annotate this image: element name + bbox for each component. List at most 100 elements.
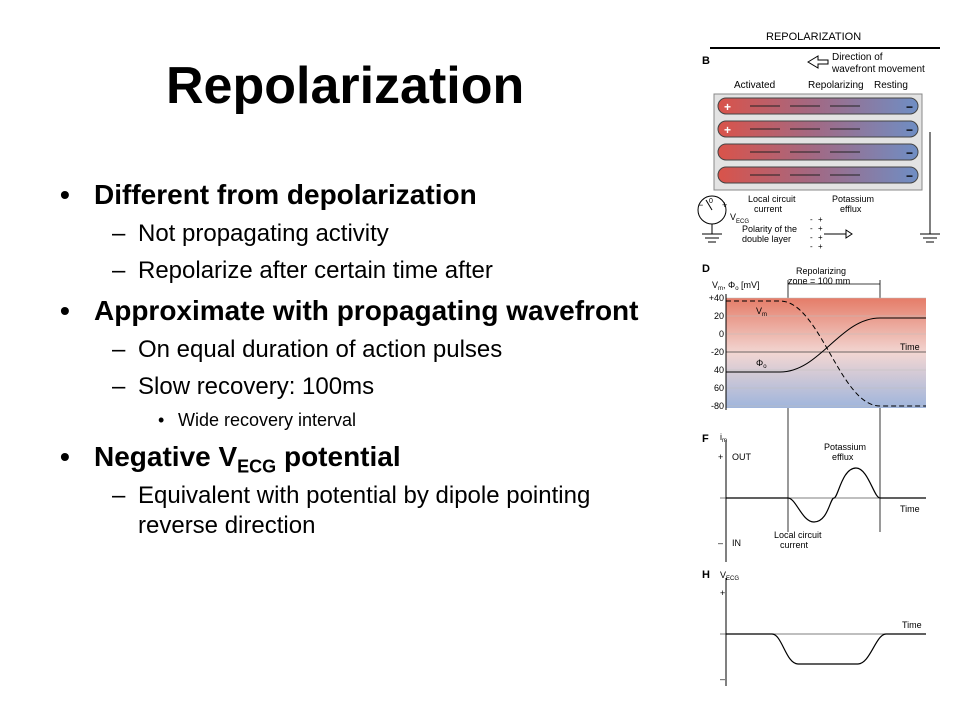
resting-label: Resting <box>874 80 908 91</box>
svg-text:+: + <box>818 215 823 224</box>
svg-text:+: + <box>818 242 823 251</box>
out-label: OUT <box>732 452 752 462</box>
d-tick: +40 <box>709 293 724 303</box>
repolarizing-label: Repolarizing <box>808 80 864 91</box>
direction-label: wavefront movement <box>831 64 925 75</box>
activated-label: Activated <box>734 80 775 91</box>
bullet-dot: • <box>158 410 165 430</box>
panel-letter: B <box>702 55 710 67</box>
local-circuit-label: Local circuit <box>774 530 822 540</box>
vecg-label: VECG <box>720 570 739 582</box>
h-plus: + <box>720 588 725 598</box>
time-label: Time <box>900 342 920 352</box>
figure-header: REPOLARIZATION <box>766 31 861 43</box>
zone-label: zone = 100 mm <box>788 276 850 286</box>
bullet-level1: •Negative VECG potential <box>56 440 656 476</box>
bullet-text: Wide recovery interval <box>178 410 357 430</box>
vecg-curve <box>726 633 926 665</box>
bullet-level2: –On equal duration of action pulses <box>56 335 656 365</box>
bullet-dash: – <box>112 257 126 284</box>
direction-arrow-icon <box>807 55 829 69</box>
bullet-text: Equivalent with potential by dipole poin… <box>138 482 591 539</box>
potential-field <box>726 298 926 408</box>
d-tick: -80 <box>711 401 724 411</box>
bullet-level3: • Wide recovery interval <box>56 408 656 432</box>
d-tick: 40 <box>714 365 724 375</box>
local-circuit-label: Local circuit <box>748 194 796 204</box>
bullet-level1: • Approximate with propagating wavefront <box>56 294 656 328</box>
panel-h: H VECG + – Time <box>702 569 926 686</box>
bullet-dash: – <box>112 336 126 363</box>
bullet-dash: – <box>112 220 126 247</box>
meter-plus: + <box>722 200 727 210</box>
charge-sign: + <box>724 100 731 114</box>
bullet-text: Different from depolarization <box>94 179 477 210</box>
bullet-dot: • <box>60 179 70 210</box>
double-layer-icon: ++++ ---- <box>810 215 853 251</box>
bullet-level2: –Not propagating activity <box>56 219 656 249</box>
bullet-text: On equal duration of action pulses <box>138 336 503 363</box>
im-curve <box>726 467 926 523</box>
f-plus: + <box>718 452 723 462</box>
charge-sign: − <box>906 146 913 160</box>
vm-label: Vm <box>756 306 767 318</box>
local-circuit-label: current <box>754 204 783 214</box>
panel-b: B Direction of wavefront movement Activa… <box>697 52 940 251</box>
voltmeter-needle <box>705 199 713 211</box>
polarity-label: Polarity of the <box>742 224 797 234</box>
bullet-level2: –Equivalent with potential by dipole poi… <box>56 481 656 541</box>
meter-zero: 0 <box>709 198 713 205</box>
bullet-text-pre: Negative V <box>94 441 238 472</box>
panel-d: D Vm, Φo [mV] Repolarizing zone = 100 mm… <box>702 263 926 411</box>
in-label: IN <box>732 538 741 548</box>
svg-text:+: + <box>818 224 823 233</box>
charge-sign: + <box>724 123 731 137</box>
svg-text:-: - <box>810 233 813 242</box>
time-label: Time <box>902 620 922 630</box>
potassium-label: Potassium <box>832 194 874 204</box>
bullet-level2: –Repolarize after certain time after <box>56 256 656 286</box>
svg-text:-: - <box>810 215 813 224</box>
charge-sign: − <box>906 123 913 137</box>
d-axis-label: Vm, Φo [mV] <box>712 280 760 292</box>
bullet-text: Repolarize after certain time after <box>138 257 493 284</box>
bullet-text-post: potential <box>276 441 401 472</box>
h-minus: – <box>720 674 725 684</box>
bullet-dot: • <box>60 295 70 326</box>
vecg-label: VECG <box>730 212 749 225</box>
polarity-label: double layer <box>742 234 791 244</box>
local-current-arrows <box>750 105 860 176</box>
direction-label: Direction of <box>832 52 883 63</box>
potassium-label: efflux <box>840 204 862 214</box>
d-tick: -20 <box>711 347 724 357</box>
phi-label: Φo <box>756 358 767 370</box>
d-ticks: +40 20 0 -20 40 60 -80 <box>709 293 724 411</box>
panel-letter: D <box>702 263 710 275</box>
im-label: im <box>720 432 727 444</box>
f-minus: – <box>718 538 723 548</box>
bullet-level1: • Different from depolarization <box>56 178 656 212</box>
potassium-label: Potassium <box>824 442 866 452</box>
meter-minus: − <box>698 200 703 210</box>
bullet-dot: • <box>60 441 70 472</box>
bullet-text: Approximate with propagating wavefront <box>94 295 639 326</box>
charge-sign: − <box>906 100 913 114</box>
ground-icon <box>702 233 722 243</box>
zone-label: Repolarizing <box>796 266 846 276</box>
local-circuit-label: current <box>780 540 809 550</box>
phi-curve <box>726 317 926 373</box>
svg-text:-: - <box>810 242 813 251</box>
bullet-text: Not propagating activity <box>138 220 389 247</box>
panel-letter: F <box>702 433 709 445</box>
time-label: Time <box>900 504 920 514</box>
bullet-text: Slow recovery: 100ms <box>138 373 375 400</box>
bullet-dash: – <box>112 482 126 509</box>
panel-f: F im + OUT – IN Potassium efflux Local c… <box>702 432 926 562</box>
charge-sign: − <box>906 169 913 183</box>
vm-curve <box>726 300 926 407</box>
bullet-level2: –Slow recovery: 100ms <box>56 372 656 402</box>
svg-text:+: + <box>818 233 823 242</box>
d-tick: 0 <box>719 329 724 339</box>
d-tick: 20 <box>714 311 724 321</box>
ground-icon <box>920 233 940 243</box>
